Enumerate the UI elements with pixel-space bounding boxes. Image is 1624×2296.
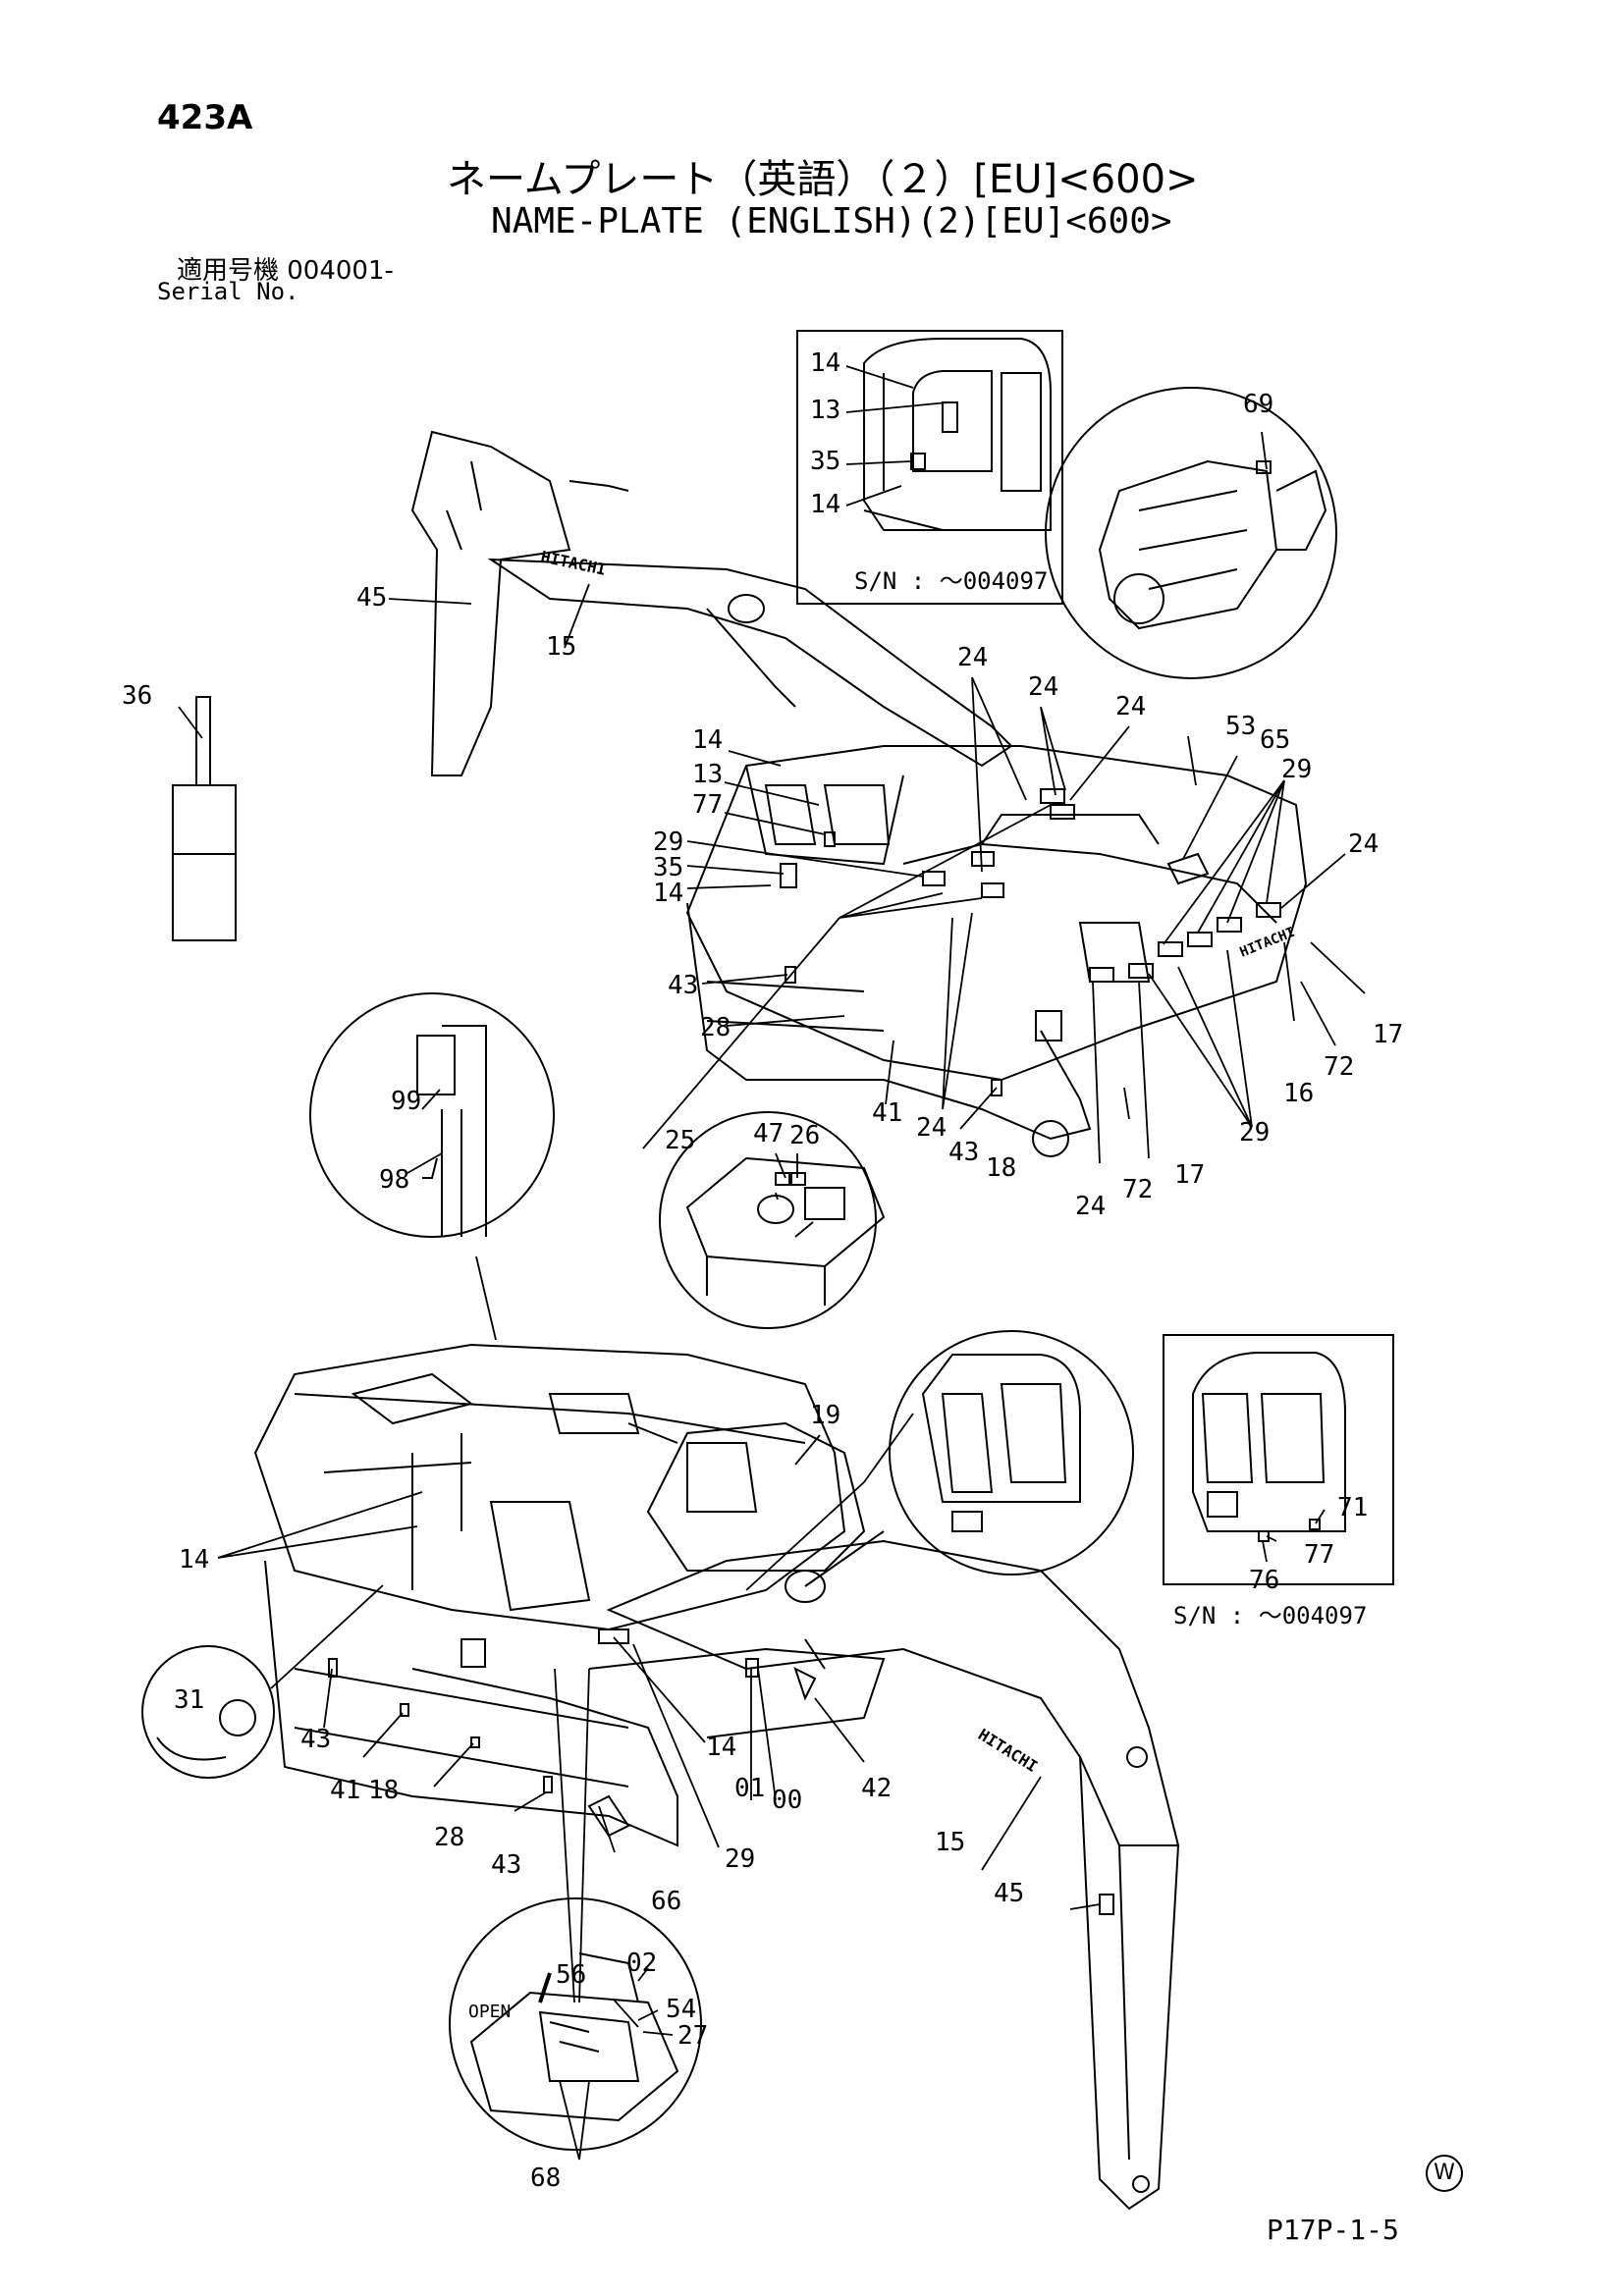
serial-range-top: S/N : ～004097 bbox=[854, 567, 1048, 595]
callout-labels: 14 13 35 14 S/N : ～004097 69 45 15 36 24… bbox=[122, 348, 1403, 2193]
callout-45-upper: 45 bbox=[356, 583, 387, 613]
callout-41-b: 41 bbox=[330, 1776, 360, 1805]
callout-53: 53 bbox=[1225, 712, 1256, 741]
page-reference: P17P-1-5 bbox=[1267, 2214, 1399, 2246]
page-title-japanese: ネームプレート（英語）（２）[EU]<600> bbox=[447, 157, 1199, 202]
callout-56: 56 bbox=[556, 1960, 586, 1990]
callout-26: 26 bbox=[789, 1121, 820, 1150]
callout-28-a: 28 bbox=[700, 1013, 731, 1042]
callout-54: 54 bbox=[666, 1995, 696, 2024]
callout-24-d: 24 bbox=[1348, 829, 1379, 859]
inset-cab-rear bbox=[1163, 1334, 1394, 1585]
callout-15-upper: 15 bbox=[546, 632, 576, 662]
engine-detail-circle bbox=[1045, 387, 1337, 679]
serial-applicable-label: 適用号機 004001- bbox=[177, 256, 394, 286]
callout-76: 76 bbox=[1249, 1566, 1279, 1595]
page-code: 423A bbox=[157, 98, 253, 137]
serial-range-right: S/N : ～004097 bbox=[1173, 1602, 1367, 1629]
callout-25: 25 bbox=[665, 1126, 695, 1155]
callout-99: 99 bbox=[391, 1087, 421, 1116]
callout-35-b: 35 bbox=[653, 853, 683, 882]
callout-14-c: 14 bbox=[692, 725, 723, 755]
callout-24-a: 24 bbox=[957, 643, 988, 672]
callout-28-b: 28 bbox=[434, 1823, 464, 1852]
callout-43-c: 43 bbox=[300, 1725, 331, 1754]
callout-98: 98 bbox=[379, 1165, 409, 1195]
callout-14-e: 14 bbox=[179, 1545, 209, 1575]
callout-29-b: 29 bbox=[653, 828, 683, 857]
callout-24-b: 24 bbox=[1028, 672, 1058, 702]
callout-18-a: 18 bbox=[986, 1153, 1016, 1183]
decal-sample-36 bbox=[172, 696, 237, 941]
callout-17-a: 17 bbox=[1174, 1160, 1205, 1190]
callout-43-d: 43 bbox=[491, 1850, 521, 1880]
detail-circle-99-98 bbox=[309, 992, 555, 1238]
hitachi-boom-logo: HITACHI bbox=[539, 547, 608, 579]
callout-19: 19 bbox=[810, 1401, 840, 1430]
callout-24-f: 24 bbox=[1075, 1192, 1106, 1221]
callout-43-b: 43 bbox=[948, 1138, 979, 1167]
serial-number-label: Serial No. bbox=[157, 278, 299, 305]
callout-13-b: 13 bbox=[692, 760, 723, 789]
callout-29-d: 29 bbox=[725, 1844, 755, 1874]
callout-24-e: 24 bbox=[916, 1113, 947, 1143]
detail-circle-31 bbox=[141, 1645, 275, 1779]
callout-13-top: 13 bbox=[810, 396, 840, 425]
callout-77-a: 77 bbox=[692, 790, 723, 820]
callout-41-a: 41 bbox=[872, 1098, 902, 1128]
detail-circle-cab-rear bbox=[889, 1330, 1134, 1575]
page-title-english: NAME-PLATE (ENGLISH)(2)[EU]<600> bbox=[491, 201, 1172, 241]
leader-lines bbox=[178, 365, 1366, 2161]
callout-14-f: 14 bbox=[706, 1733, 736, 1762]
callout-42: 42 bbox=[861, 1774, 892, 1803]
callout-17-b: 17 bbox=[1373, 1020, 1403, 1049]
callout-15-lower: 15 bbox=[935, 1828, 965, 1857]
callout-47: 47 bbox=[753, 1119, 784, 1148]
callout-27: 27 bbox=[677, 2021, 708, 2051]
hitachi-boom-logo-lower: HITACHI bbox=[975, 1725, 1041, 1776]
callout-65: 65 bbox=[1260, 725, 1290, 755]
callout-16: 16 bbox=[1283, 1079, 1314, 1108]
callout-43-a: 43 bbox=[668, 971, 698, 1000]
callout-14-top-b: 14 bbox=[810, 490, 840, 519]
callout-31: 31 bbox=[174, 1685, 204, 1715]
callout-02: 02 bbox=[626, 1949, 657, 1978]
hitachi-counterweight-logo: HITACHI bbox=[1238, 925, 1298, 961]
callout-01: 01 bbox=[734, 1774, 765, 1803]
callout-18-b: 18 bbox=[368, 1776, 399, 1805]
callout-66: 66 bbox=[651, 1887, 681, 1916]
callout-35-top: 35 bbox=[810, 447, 840, 476]
callout-14-d: 14 bbox=[653, 879, 683, 908]
callout-00: 00 bbox=[772, 1786, 802, 1815]
detail-circle-battery-open bbox=[449, 1897, 702, 2151]
callout-72-b: 72 bbox=[1324, 1052, 1354, 1082]
open-label: OPEN bbox=[468, 2002, 511, 2022]
callout-69: 69 bbox=[1243, 390, 1273, 419]
callout-68: 68 bbox=[530, 2163, 561, 2193]
excavator-upper-view bbox=[410, 430, 1308, 1157]
callout-71: 71 bbox=[1337, 1493, 1368, 1522]
watermark-symbol: W bbox=[1426, 2155, 1463, 2192]
callout-29-c: 29 bbox=[1239, 1118, 1270, 1148]
callout-72-a: 72 bbox=[1122, 1175, 1153, 1204]
callout-36: 36 bbox=[122, 681, 152, 711]
detail-circle-25-47-26 bbox=[659, 1111, 886, 1329]
callout-24-c: 24 bbox=[1115, 692, 1146, 721]
callout-14-top: 14 bbox=[810, 348, 840, 378]
callout-45-lower: 45 bbox=[994, 1879, 1024, 1908]
callout-77-b: 77 bbox=[1304, 1540, 1334, 1570]
callout-29-a: 29 bbox=[1281, 755, 1312, 784]
